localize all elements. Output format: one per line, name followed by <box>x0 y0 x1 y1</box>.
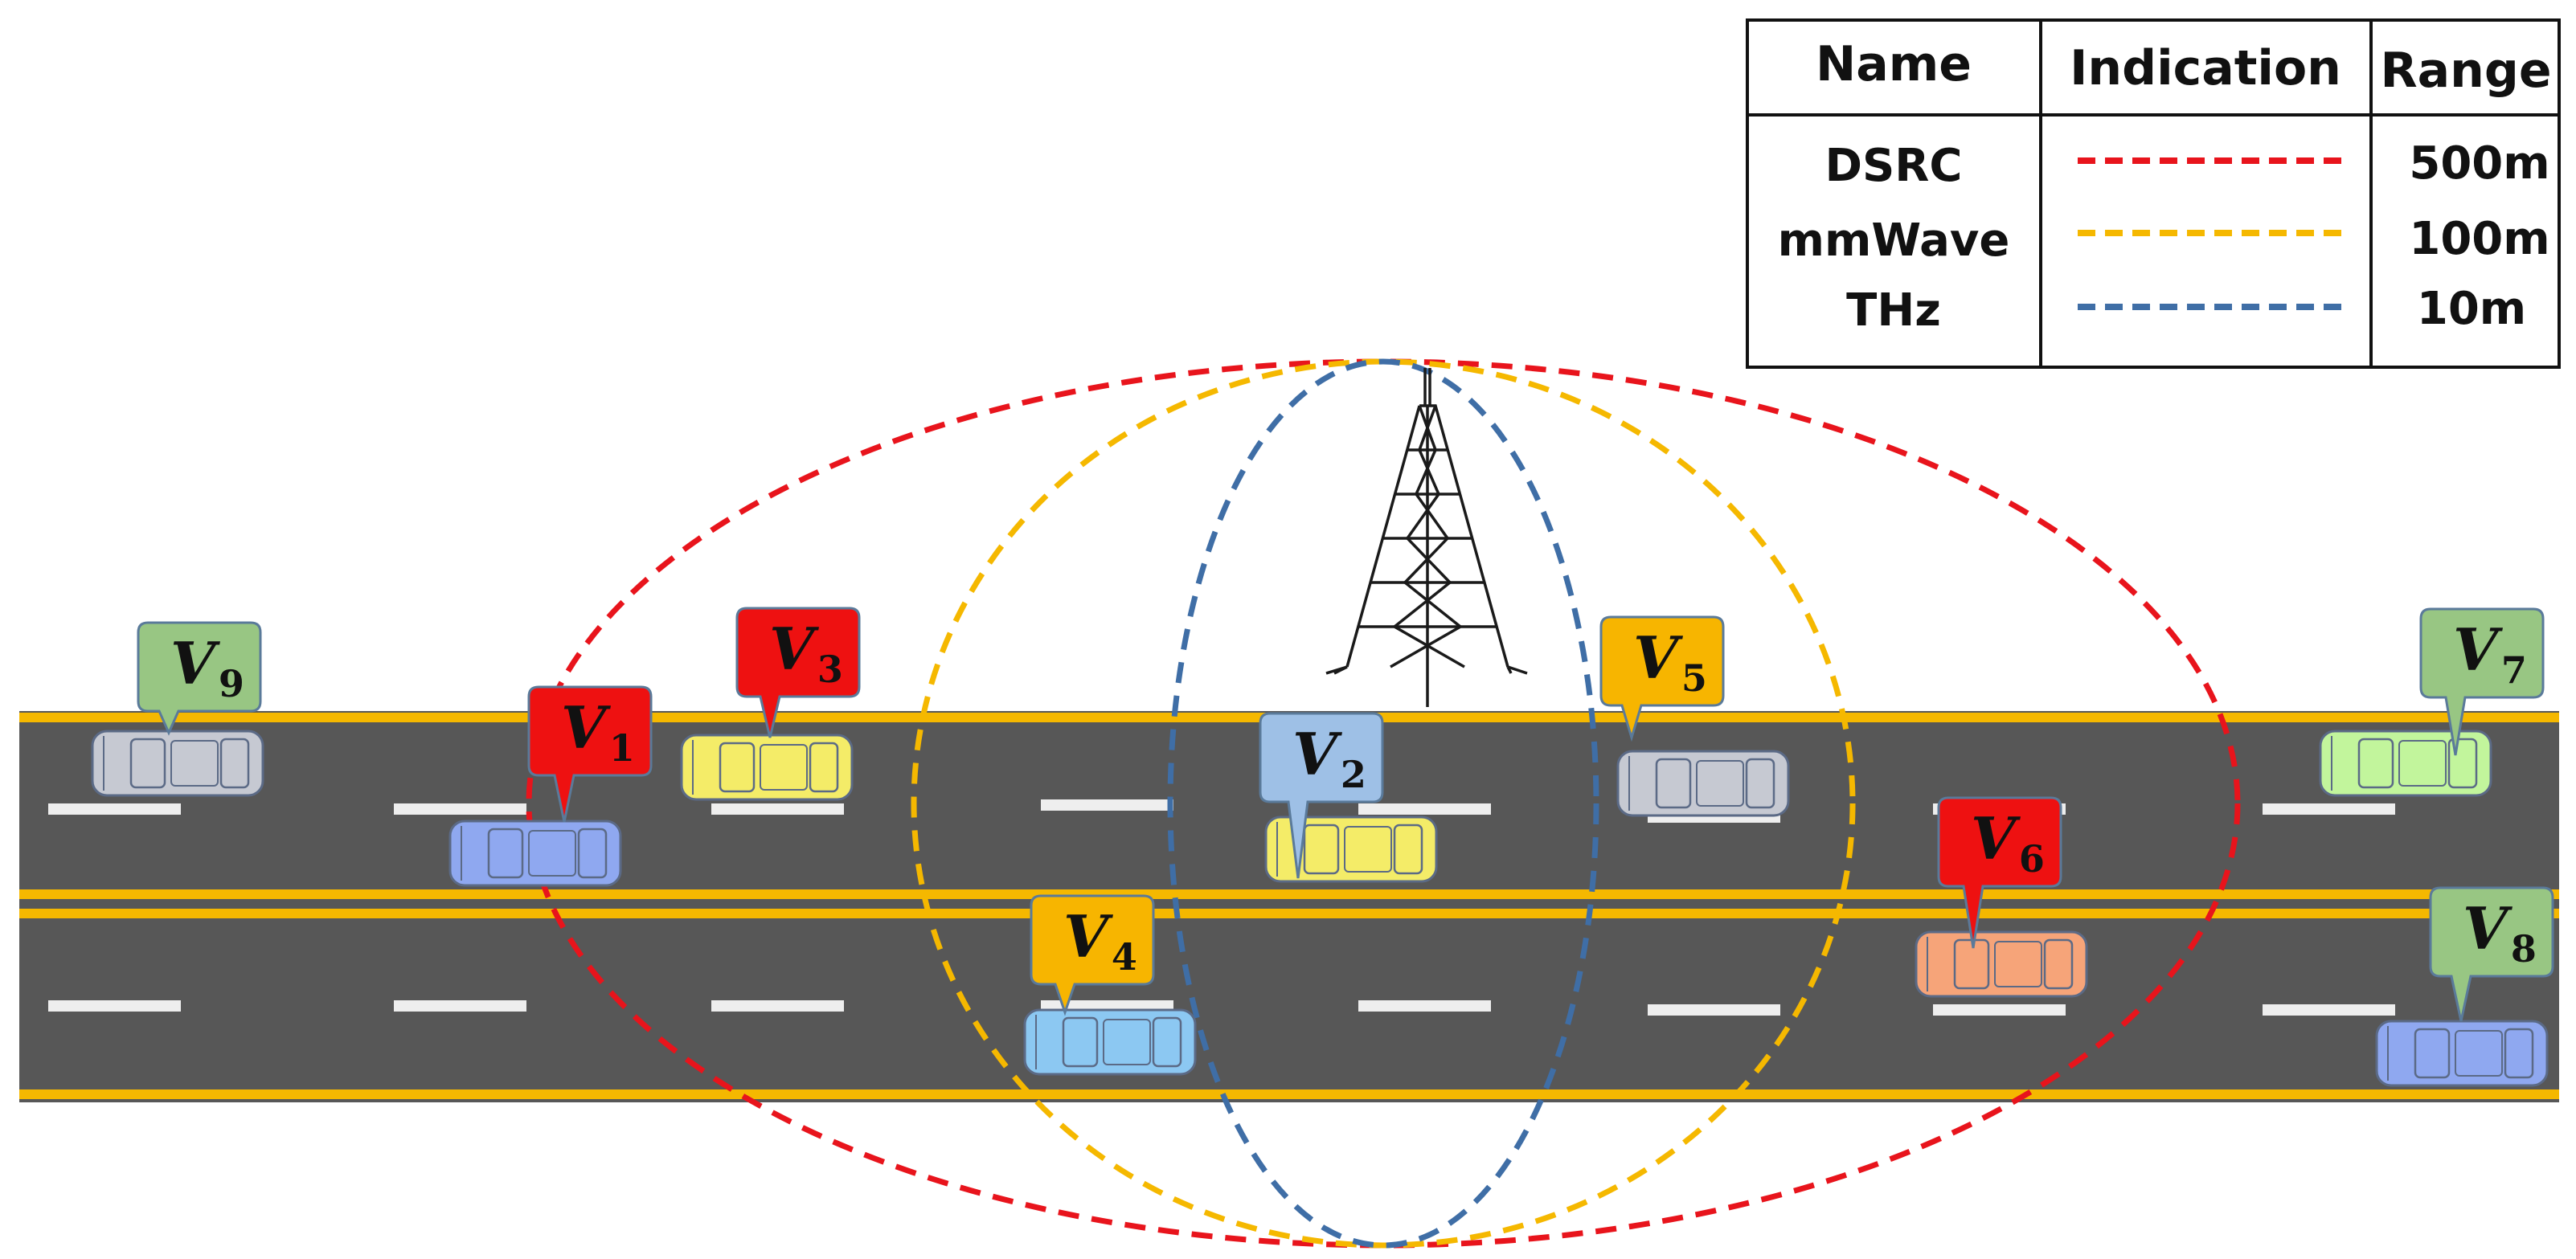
dsrc-coverage-ellipse <box>526 358 2241 1249</box>
vehicle-label-letter: V <box>1063 902 1113 971</box>
vehicle-label-subscript: 9 <box>219 662 244 705</box>
median-line-upper <box>19 889 2559 899</box>
mmwave-coverage-ellipse <box>911 358 1856 1249</box>
vehicle-callout-tag <box>527 685 653 823</box>
vehicle-callout-tag <box>1030 894 1155 1016</box>
vehicle-v8: V8 <box>2375 886 2554 1087</box>
lane-mark <box>394 803 526 815</box>
car-top-view-icon <box>680 734 854 801</box>
legend-row-thz-range: 10m <box>2417 283 2526 335</box>
lane-mark <box>711 803 844 815</box>
lane-mark <box>48 1000 181 1012</box>
car-top-view-icon <box>448 820 622 887</box>
vehicle-label-subscript: 3 <box>817 648 843 691</box>
car-top-view-icon <box>1023 1008 1197 1076</box>
vehicle-label: V9 <box>170 629 244 705</box>
vehicle-label-subscript: 6 <box>2019 837 2045 881</box>
vehicle-v5: V5 <box>1599 615 1790 817</box>
vehicle-callout-tag <box>1599 615 1725 742</box>
legend-header-indication: Indication <box>2070 40 2341 96</box>
lane-mark <box>1933 1004 2066 1016</box>
legend-border <box>1746 18 2561 369</box>
lane-mark <box>1041 799 1173 811</box>
vehicle-label-letter: V <box>769 615 819 683</box>
median-line-lower <box>19 909 2559 918</box>
thz-coverage-ellipse <box>1167 358 1599 1249</box>
lane-markings <box>48 799 2395 1016</box>
car-top-view-icon <box>2319 730 2492 797</box>
vehicle-label-subscript: 4 <box>1112 935 1137 979</box>
vehicle-label: V7 <box>2453 615 2527 692</box>
car-top-view-icon <box>2375 1020 2549 1087</box>
vehicle-label-subscript: 2 <box>1341 753 1366 796</box>
vehicle-label: V4 <box>1063 902 1137 979</box>
vehicle-label-letter: V <box>2463 894 2513 963</box>
legend-row-dsrc-name: DSRC <box>1824 140 1962 192</box>
legend-row-dsrc-range: 500m <box>2409 137 2549 190</box>
vehicle-label-subscript: 8 <box>2511 927 2537 971</box>
legend-header-name: Name <box>1816 36 1972 92</box>
vehicle-label: V5 <box>1633 623 1707 700</box>
vehicle-v3: V3 <box>680 607 861 801</box>
vehicle-label-letter: V <box>1292 720 1342 788</box>
car-top-view-icon <box>1616 750 1790 817</box>
vehicle-label-subscript: 1 <box>609 726 635 770</box>
lane-mark <box>2263 1004 2395 1016</box>
vehicle-v9: V9 <box>91 621 264 797</box>
vehicle-callout-tag <box>1259 712 1384 879</box>
vehicle-v2: V2 <box>1259 712 1438 883</box>
lane-mark <box>1358 803 1491 815</box>
car-top-view-icon <box>1264 815 1438 883</box>
vehicle-v6: V6 <box>1915 796 2088 998</box>
legend-row-mmwave-range: 100m <box>2409 213 2549 265</box>
vehicle-label: V6 <box>1971 804 2045 881</box>
vehicle-label: V2 <box>1292 720 1366 796</box>
vehicle-callout-tag <box>2429 886 2554 1022</box>
lane-mark <box>1358 1000 1491 1012</box>
vehicle-label: V1 <box>561 693 635 770</box>
vehicle-label-letter: V <box>561 693 611 762</box>
car-top-view-icon <box>91 730 264 797</box>
vehicle-label-letter: V <box>2453 615 2503 684</box>
vehicle-label: V3 <box>769 615 843 691</box>
vehicle-v4: V4 <box>1023 894 1197 1076</box>
vehicle-v7: V7 <box>2319 607 2545 797</box>
lane-mark <box>2263 803 2395 815</box>
vehicle-label-subscript: 7 <box>2501 648 2527 692</box>
legend-table: Name Indication Range DSRC mmWave THz 50… <box>1746 18 2561 369</box>
vehicle-label: V8 <box>2463 894 2537 971</box>
vehicle-callout-tag <box>1937 796 2062 949</box>
vehicle-callout-tag <box>2419 607 2545 756</box>
vehicle-label-letter: V <box>1971 804 2021 873</box>
car-top-view-icon <box>1915 930 2088 998</box>
vehicle-v1: V1 <box>448 685 653 887</box>
coverage-zones <box>526 358 2241 1249</box>
transmission-tower-icon <box>1325 368 1528 707</box>
legend-header-range: Range <box>2380 43 2551 99</box>
vehicle-callout-tag <box>735 607 861 738</box>
legend-row-mmwave-name: mmWave <box>1778 215 2010 267</box>
vehicle-callout-tag <box>137 621 262 736</box>
lane-mark <box>48 803 181 815</box>
vehicle-label-letter: V <box>1633 623 1683 692</box>
vehicle-label-letter: V <box>170 629 220 697</box>
legend-row-thz-name: THz <box>1846 284 1941 337</box>
vehicle-label-subscript: 5 <box>1681 656 1707 700</box>
lane-mark <box>1648 1004 1780 1016</box>
lane-mark <box>711 1000 844 1012</box>
lane-mark <box>394 1000 526 1012</box>
road-edge-bottom <box>19 1089 2559 1099</box>
